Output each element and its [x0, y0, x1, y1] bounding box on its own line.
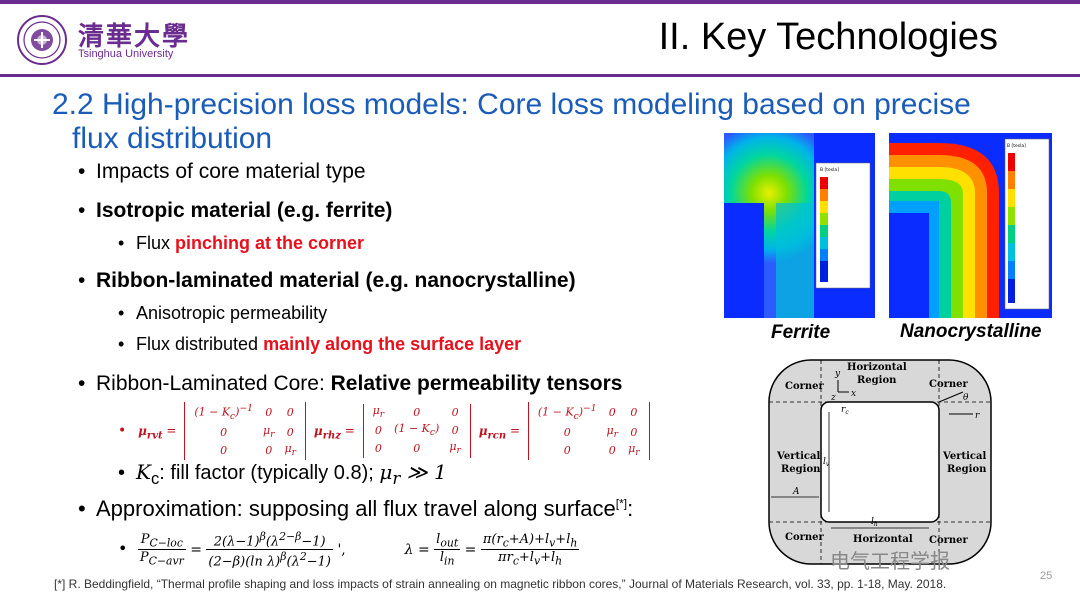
theta-label: θ	[963, 393, 969, 403]
nanocrystalline-flux-plot: B [tesla]	[889, 133, 1052, 318]
nano-legend-title: B [tesla]	[1007, 143, 1026, 149]
axis-x-label: x	[851, 389, 856, 399]
slide-header: 清華大學 Tsinghua University II. Key Technol…	[0, 4, 1080, 77]
mu-rcn-label: μrcn	[478, 423, 507, 441]
loss-ratio-fraction: PC−loc PC−avr	[137, 531, 186, 568]
kc-symbol: K	[136, 460, 151, 484]
lambda-geometry-fraction: π(rc+A)+lv+lh πrc+lv+lh	[480, 531, 580, 568]
logo-english-name: Tsinghua University	[78, 48, 174, 60]
vertical-region-right-2: Region	[947, 464, 987, 475]
reference-footnote: [*] R. Beddingfield, “Thermal profile sh…	[54, 577, 947, 591]
corner-label-tr: Corner	[929, 379, 969, 390]
core-geometry-diagram: Corner Corner Corner Corner Horizontal R…	[768, 359, 992, 565]
bullet-fill-factor: •Kc: fill factor (typically 0.8); μr ≫ 1	[118, 460, 447, 488]
bullet-colon: :	[627, 496, 634, 521]
bullet-permeability-tensors: •Ribbon-Laminated Core: Relative permeab…	[78, 372, 623, 395]
vertical-region-left-2: Region	[781, 464, 821, 475]
bullet-approximation: •Approximation: supposing all flux trave…	[78, 496, 634, 521]
bullet-text: Approximation: supposing all flux travel…	[96, 496, 616, 521]
mu-rvt-label: μrvt	[138, 423, 163, 441]
subbullet-flux-surface: •Flux distributed mainly along the surfa…	[118, 334, 522, 354]
lambda-ratio-fraction: lout lin	[434, 531, 461, 568]
mu-symbol: μ	[379, 460, 393, 484]
length-lh-label: lh	[871, 517, 878, 528]
ferrite-legend-title: B [tesla]	[820, 167, 839, 173]
bullet-text: Isotropic material (e.g. ferrite)	[96, 199, 393, 222]
university-seal-icon	[17, 15, 67, 65]
bullet-isotropic: •Isotropic material (e.g. ferrite)	[78, 199, 393, 222]
subbullet-text: Flux distributed	[136, 334, 264, 354]
bullet-text: Ribbon-laminated material (e.g. nanocrys…	[96, 269, 576, 292]
bullet-core-material: •Impacts of core material type	[78, 160, 366, 183]
axis-z-label: z	[830, 393, 836, 403]
equals-sign: =	[509, 423, 521, 438]
equals-sign: =	[464, 541, 477, 558]
bullet-ribbon-laminated: •Ribbon-laminated material (e.g. nanocry…	[78, 269, 576, 292]
top-accent-bar	[0, 0, 1080, 4]
bullet-text: : fill factor (typically 0.8);	[159, 462, 380, 484]
horizontal-region-bottom-label: Horizontal	[853, 534, 913, 545]
equation-separator: ',	[337, 541, 346, 558]
logo-chinese-name: 清華大學	[78, 22, 191, 52]
slide-title: II. Key Technologies	[658, 16, 998, 58]
subbullet-anisotropic: •Anisotropic permeability	[118, 303, 328, 323]
corner-label-tl: Corner	[785, 381, 825, 392]
vertical-region-left-1: Vertical	[776, 451, 820, 462]
equals-sign: =	[344, 423, 355, 438]
citation-marker: [*]	[615, 496, 628, 511]
axis-y-label: y	[834, 369, 841, 379]
ferrite-flux-plot: B [tesla]	[724, 133, 875, 318]
vertical-region-right-1: Vertical	[942, 451, 986, 462]
wechat-watermark: 电气工程学报	[830, 549, 950, 573]
bullet-bold-text: Relative permeability tensors	[330, 372, 623, 395]
ferrite-caption: Ferrite	[771, 322, 831, 343]
section-title-line1: 2.2 High-precision loss models: Core los…	[52, 88, 971, 121]
page-number: 25	[1040, 570, 1053, 582]
subbullet-text: Anisotropic permeability	[136, 303, 328, 323]
mu-subscript: r	[392, 469, 401, 488]
bullet-text: Ribbon-Laminated Core:	[96, 372, 331, 395]
section-title: 2.2 High-precision loss models: Core los…	[52, 88, 1032, 156]
section-title-line2: flux distribution	[72, 122, 273, 155]
loss-ratio-equation: • PC−loc PC−avr = 2(λ−1)β(λ2−β−1) (2−β)(…	[118, 530, 580, 570]
corner-label-bl: Corner	[785, 532, 825, 543]
bullet-text: Impacts of core material type	[96, 160, 366, 183]
corner-label-br: Corner	[929, 535, 969, 546]
thickness-A-label: A	[792, 487, 800, 497]
loss-model-fraction: 2(λ−1)β(λ2−β−1) (2−β)(ln λ)β(λ2−1)	[206, 530, 333, 570]
equals-sign: =	[166, 423, 177, 438]
much-greater-text: ≫ 1	[400, 460, 447, 484]
horizontal-region-label-2: Region	[857, 375, 897, 386]
mu-rhz-label: μrhz	[313, 423, 341, 441]
radial-r-label: r	[975, 411, 980, 421]
equals-sign: =	[190, 541, 202, 558]
length-lv-label: lv	[823, 457, 830, 468]
horizontal-region-label-1: Horizontal	[847, 362, 907, 373]
subbullet-flux-pinching: •Flux pinching at the corner	[118, 233, 365, 253]
equals-sign: =	[417, 541, 430, 558]
emphasis-text: pinching at the corner	[175, 233, 365, 253]
emphasis-text: mainly along the surface layer	[263, 334, 522, 354]
subbullet-text: Flux	[136, 233, 176, 253]
kc-subscript: c	[150, 469, 160, 488]
nanocrystalline-caption: Nanocrystalline	[900, 321, 1042, 342]
lambda-symbol: λ	[404, 541, 414, 558]
radius-rc-label: rc	[841, 405, 849, 416]
